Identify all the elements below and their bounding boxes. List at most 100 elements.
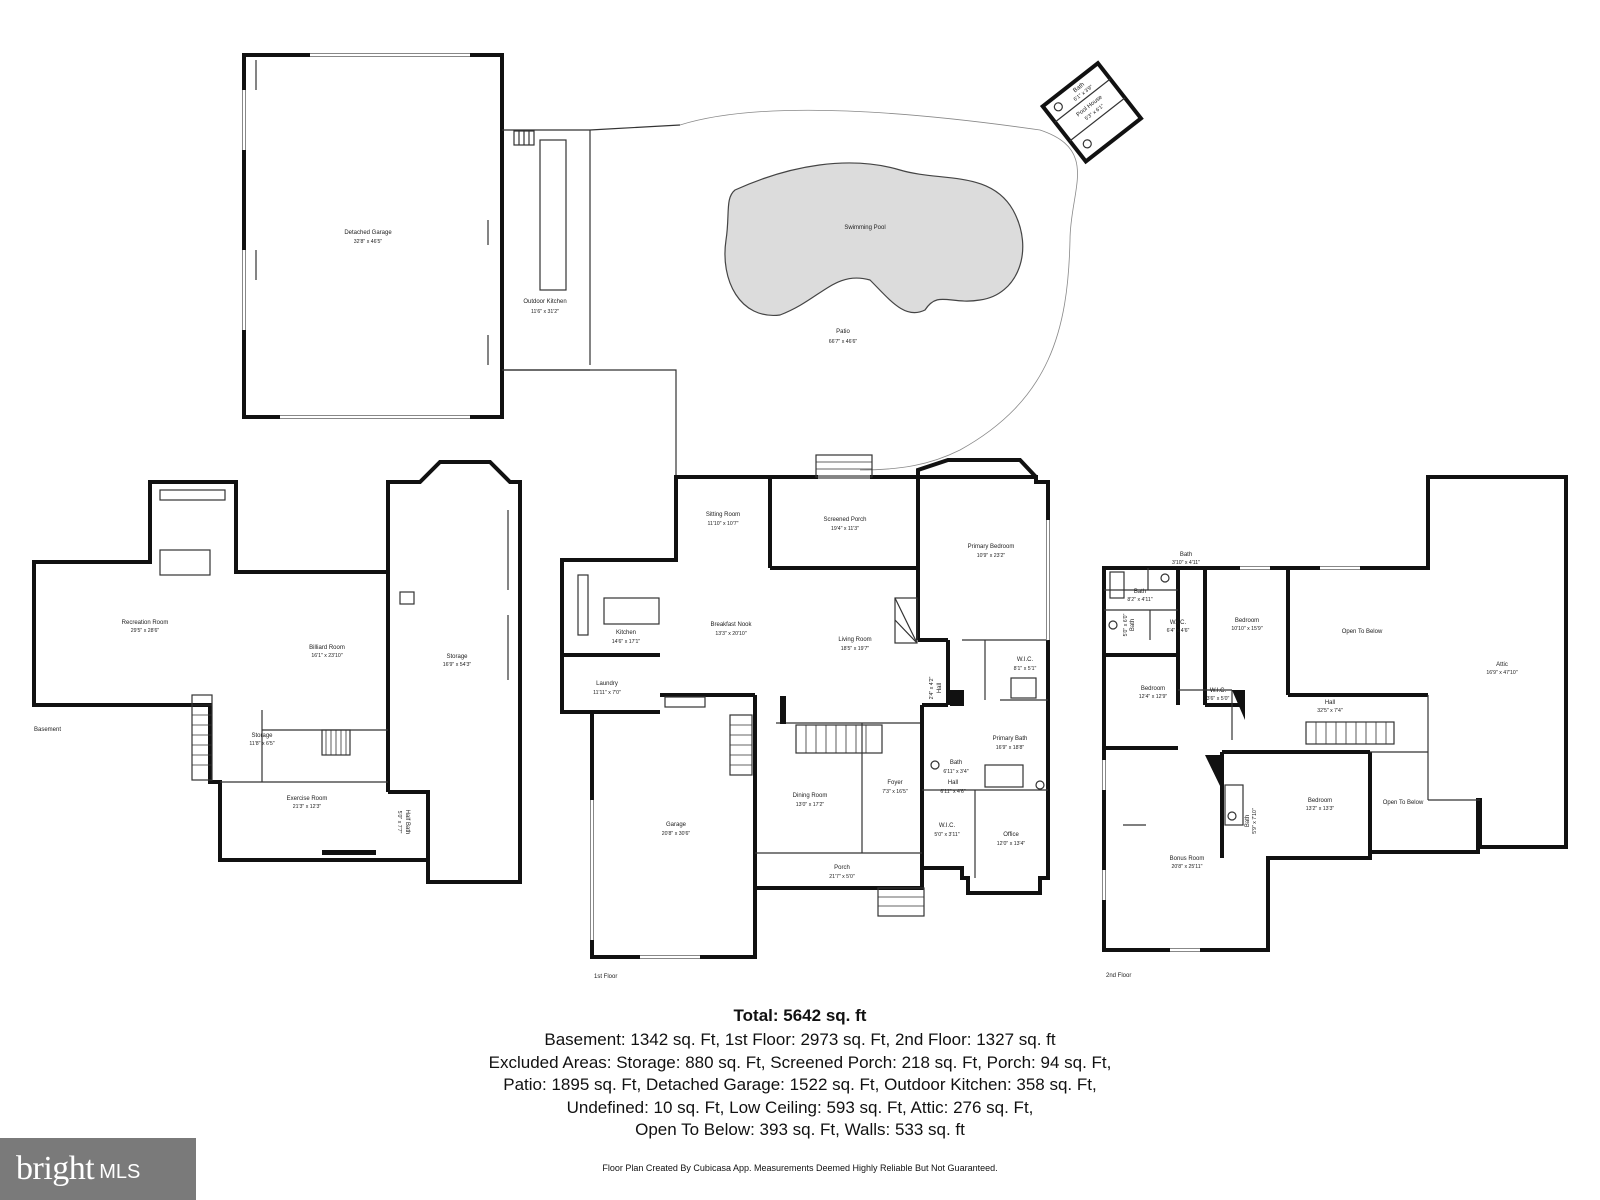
second-floor-plan: Bath 3'10" x 4'11" Bath 8'2" x 4'11" Bat… xyxy=(1102,475,1568,979)
first-hall-label: Hall xyxy=(948,780,958,786)
exercise-room-label: Exercise Room xyxy=(287,796,328,802)
basement-storage-small-label: Storage xyxy=(251,733,273,739)
billiard-room-dim: 16'1" x 23'10" xyxy=(311,653,342,659)
patio-dim: 66'7" x 46'6" xyxy=(829,339,858,345)
breakfast-nook-dim: 13'3" x 20'10" xyxy=(715,631,746,637)
basement-plan: Recreation Room 29'5" x 28'6" Billiard R… xyxy=(32,460,522,884)
second-bath-a-dim: 8'2" x 4'11" xyxy=(1127,597,1152,603)
second-wic-a-dim: 6'4" x 4'6" xyxy=(1167,628,1190,634)
second-hall-label: Hall xyxy=(1325,700,1335,706)
half-bath-dim: 5'0" x 7'7" xyxy=(396,811,402,834)
summary-line: Excluded Areas: Storage: 880 sq. Ft, Scr… xyxy=(488,1052,1112,1072)
sitting-room-label: Sitting Room xyxy=(706,512,740,518)
pool-house-structure: Bath 6'1" x 3'9" Pool House 5'3" x 6'1" xyxy=(1039,60,1144,165)
bonus-room-dim: 20'8" x 25'11" xyxy=(1172,864,1203,870)
logo-suffix: MLS xyxy=(99,1160,141,1183)
exercise-room-dim: 21'3" x 12'3" xyxy=(293,804,322,810)
summary-line: Undefined: 10 sq. Ft, Low Ceiling: 593 s… xyxy=(566,1097,1034,1117)
detached-garage-dim: 32'8" x 46'5" xyxy=(354,239,383,245)
office-dim: 12'0" x 13'4" xyxy=(997,841,1026,847)
porch-dim: 21'7" x 5'0" xyxy=(829,874,855,880)
second-wic-a-label: W.I.C. xyxy=(1170,620,1187,626)
foyer-label: Foyer xyxy=(887,780,902,786)
second-bath-top-label: Bath xyxy=(1180,552,1192,558)
dining-room-label: Dining Room xyxy=(793,793,828,799)
second-bath-b-dim: 5'0" x 6'0" xyxy=(1123,614,1129,637)
kitchen-dim: 14'6" x 17'1" xyxy=(612,639,641,645)
first-floor-stairs-deck xyxy=(815,454,873,478)
second-bath-a-label: Bath xyxy=(1134,589,1146,595)
living-room-label: Living Room xyxy=(838,637,871,643)
second-bedroom-a-dim: 10'10" x 15'9" xyxy=(1231,626,1262,632)
primary-bath-dim: 16'9" x 18'8" xyxy=(996,745,1025,751)
second-bedroom-b-dim: 12'4" x 12'9" xyxy=(1139,694,1168,700)
total-area: Total: 5642 sq. ft xyxy=(733,1006,867,1025)
swimming-pool-label: Swimming Pool xyxy=(844,225,885,231)
open-to-below-b-label: Open To Below xyxy=(1383,800,1424,806)
garage-label: Garage xyxy=(666,822,687,828)
second-bath-top-dim: 3'10" x 4'11" xyxy=(1172,560,1200,566)
foyer-dim: 7'3" x 16'5" xyxy=(882,789,908,795)
garage-dim: 20'8" x 30'6" xyxy=(662,831,691,837)
second-bath-c-label: Bath xyxy=(1245,815,1251,827)
sitting-room-dim: 11'10" x 10'7" xyxy=(708,521,739,527)
basement-stairs-center xyxy=(321,729,351,756)
open-to-below-a-label: Open To Below xyxy=(1342,629,1383,635)
first-bath-label: Bath xyxy=(950,760,962,766)
first-floor-stairs-porch xyxy=(877,887,925,917)
first-wic-label: W.I.C. xyxy=(939,823,956,829)
basement-storage-small-dim: 11'8" x 6'5" xyxy=(249,741,274,747)
patio-pool-area: Swimming Pool Patio 66'7" x 46'6" xyxy=(502,109,1078,475)
second-bedroom-b-label: Bedroom xyxy=(1141,686,1165,692)
first-wic-dim: 5'0" x 3'11" xyxy=(934,832,959,838)
second-bedroom-c-label: Bedroom xyxy=(1308,798,1332,804)
second-bedroom-a-label: Bedroom xyxy=(1235,618,1259,624)
first-bath-dim: 6'11" x 3'4" xyxy=(943,769,968,775)
disclaimer: Floor Plan Created By Cubicasa App. Meas… xyxy=(602,1163,998,1173)
first-floor-level-label: 1st Floor xyxy=(594,974,617,980)
second-wic-b-dim: 3'6" x 5'0" xyxy=(1207,696,1230,702)
area-summary: Total: 5642 sq. ft Basement: 1342 sq. Ft… xyxy=(340,1006,1260,1142)
office-label: Office xyxy=(1003,832,1019,838)
basement-level-label: Basement xyxy=(34,727,61,733)
second-wic-b-label: W.I.C. xyxy=(1210,688,1227,694)
logo-wordmark: bright xyxy=(16,1150,95,1187)
bright-mls-logo: bright MLS xyxy=(0,1138,196,1200)
detached-garage-label: Detached Garage xyxy=(344,230,392,236)
swimming-pool-shape xyxy=(724,162,1024,316)
patio-label: Patio xyxy=(836,329,850,335)
second-bath-b-label: Bath xyxy=(1130,619,1136,631)
first-floor-stairs-garage xyxy=(729,714,753,776)
kitchen-label: Kitchen xyxy=(616,630,636,636)
primary-bedroom-label: Primary Bedroom xyxy=(968,544,1015,550)
second-bedroom-c-dim: 13'2" x 13'3" xyxy=(1306,806,1335,812)
attic-dim: 16'9" x 47'10" xyxy=(1486,670,1517,676)
basement-storage-large-dim: 16'9" x 54'3" xyxy=(443,662,472,668)
summary-line: Open To Below: 393 sq. Ft, Walls: 533 sq… xyxy=(635,1120,965,1139)
first-hall-dim: 6'11" x 4'6" xyxy=(940,789,965,795)
basement-storage-large-label: Storage xyxy=(446,654,468,660)
recreation-room-label: Recreation Room xyxy=(122,620,169,626)
attic-label: Attic xyxy=(1496,662,1508,668)
primary-bath-label: Primary Bath xyxy=(993,736,1028,742)
billiard-room-label: Billiard Room xyxy=(309,645,345,651)
bonus-room-label: Bonus Room xyxy=(1170,856,1205,862)
primary-bedroom-dim: 10'9" x 23'2" xyxy=(977,553,1006,559)
primary-wic-label: W.I.C. xyxy=(1017,657,1034,663)
screened-porch-dim: 19'4" x 11'3" xyxy=(831,526,859,532)
half-bath-label: Half Bath xyxy=(404,810,410,835)
first-floor-plan: Sitting Room 11'10" x 10'7" Screened Por… xyxy=(560,454,1050,980)
second-floor-stairs xyxy=(1305,721,1395,745)
basement-stairs-left xyxy=(191,694,213,781)
first-hall-small-label: Hall xyxy=(937,683,943,693)
second-floor-level-label: 2nd Floor xyxy=(1106,973,1131,979)
summary-line: Patio: 1895 sq. Ft, Detached Garage: 152… xyxy=(503,1075,1097,1094)
screened-porch-label: Screened Porch xyxy=(823,517,866,523)
first-hall-small-dim: 2'4" x 4'2" xyxy=(929,677,935,700)
second-hall-dim: 32'5" x 7'4" xyxy=(1317,708,1343,714)
primary-wic-dim: 8'1" x 5'1" xyxy=(1014,666,1037,672)
summary-line: Basement: 1342 sq. Ft, 1st Floor: 2973 s… xyxy=(544,1030,1056,1049)
second-bath-c-dim: 5'9" x 7'10" xyxy=(1252,808,1258,834)
laundry-dim: 11'11" x 7'0" xyxy=(593,690,621,696)
